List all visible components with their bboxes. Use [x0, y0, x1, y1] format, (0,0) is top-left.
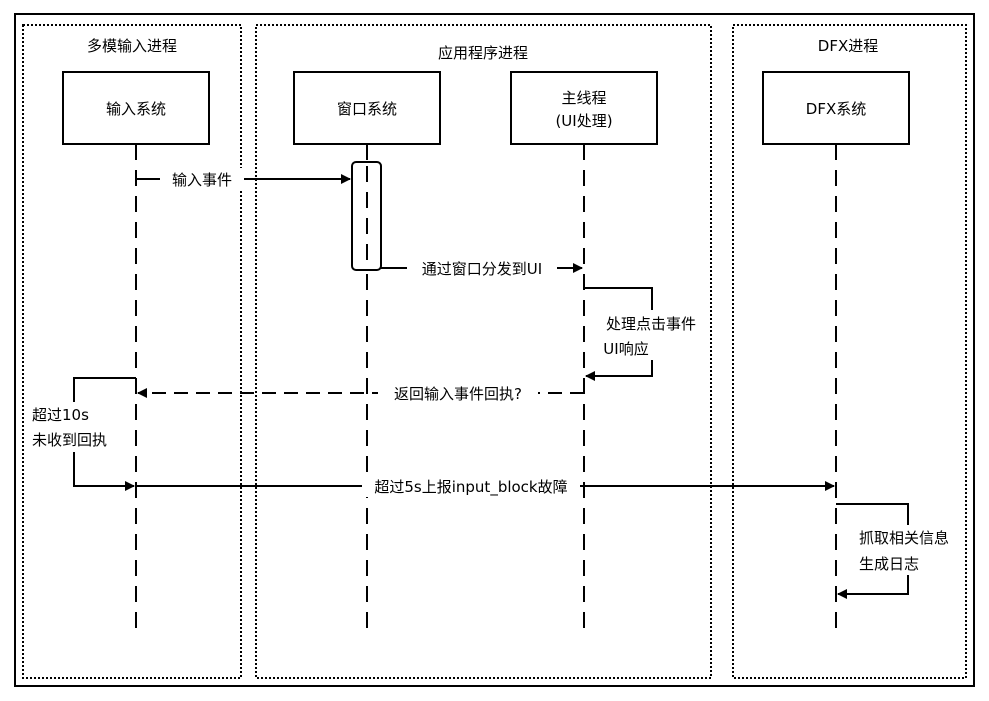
- msg-handle-click-label-line1: 处理点击事件: [606, 315, 696, 333]
- msg-collect-label-bg: [856, 525, 962, 575]
- group-title-dfx: DFX进程: [818, 37, 878, 55]
- outer-frame: [14, 13, 975, 687]
- msg-return-ack-label: 返回输入事件回执?: [394, 385, 522, 403]
- participant-main-thread-box: [510, 71, 658, 145]
- msg-timeout-label-bg: [30, 402, 122, 452]
- participant-main-thread-line1: 主线程: [561, 89, 606, 107]
- msg-input-event-label: 输入事件: [172, 171, 232, 189]
- msg-report-block-label: 超过5s上报input_block故障: [374, 478, 567, 497]
- msg-dispatch-label-bg: [407, 257, 557, 279]
- group-title-application: 应用程序进程: [438, 44, 528, 62]
- msg-dispatch-label: 通过窗口分发到UI: [422, 260, 542, 278]
- msg-input-event-label-bg: [160, 168, 244, 190]
- group-application: [255, 24, 712, 679]
- participant-input-system-box: [62, 71, 210, 145]
- msg-return-ack-label-bg: [378, 382, 538, 404]
- group-title-multimodal-input: 多模输入进程: [87, 37, 177, 55]
- msg-collect-label-line1: 抓取相关信息: [859, 529, 949, 547]
- msg-collect-label-line2: 生成日志: [859, 555, 919, 573]
- group-multimodal-input: [22, 24, 242, 679]
- msg-timeout-label-line2: 未收到回执: [32, 431, 107, 449]
- msg-timeout-label-line1: 超过10s: [32, 406, 89, 424]
- participant-main-thread-line2: (UI处理): [555, 112, 612, 130]
- msg-report-block-label-bg: [362, 475, 580, 497]
- participant-dfx-system: DFX系统: [806, 100, 866, 118]
- msg-handle-click-label-line2: UI响应: [603, 340, 648, 358]
- participant-input-system: 输入系统: [106, 100, 166, 118]
- participant-window-system-box: [293, 71, 441, 145]
- group-dfx: [732, 24, 967, 679]
- msg-handle-click-label-bg: [598, 310, 706, 360]
- participant-window-system: 窗口系统: [337, 100, 397, 118]
- activation-window-system: [351, 161, 382, 271]
